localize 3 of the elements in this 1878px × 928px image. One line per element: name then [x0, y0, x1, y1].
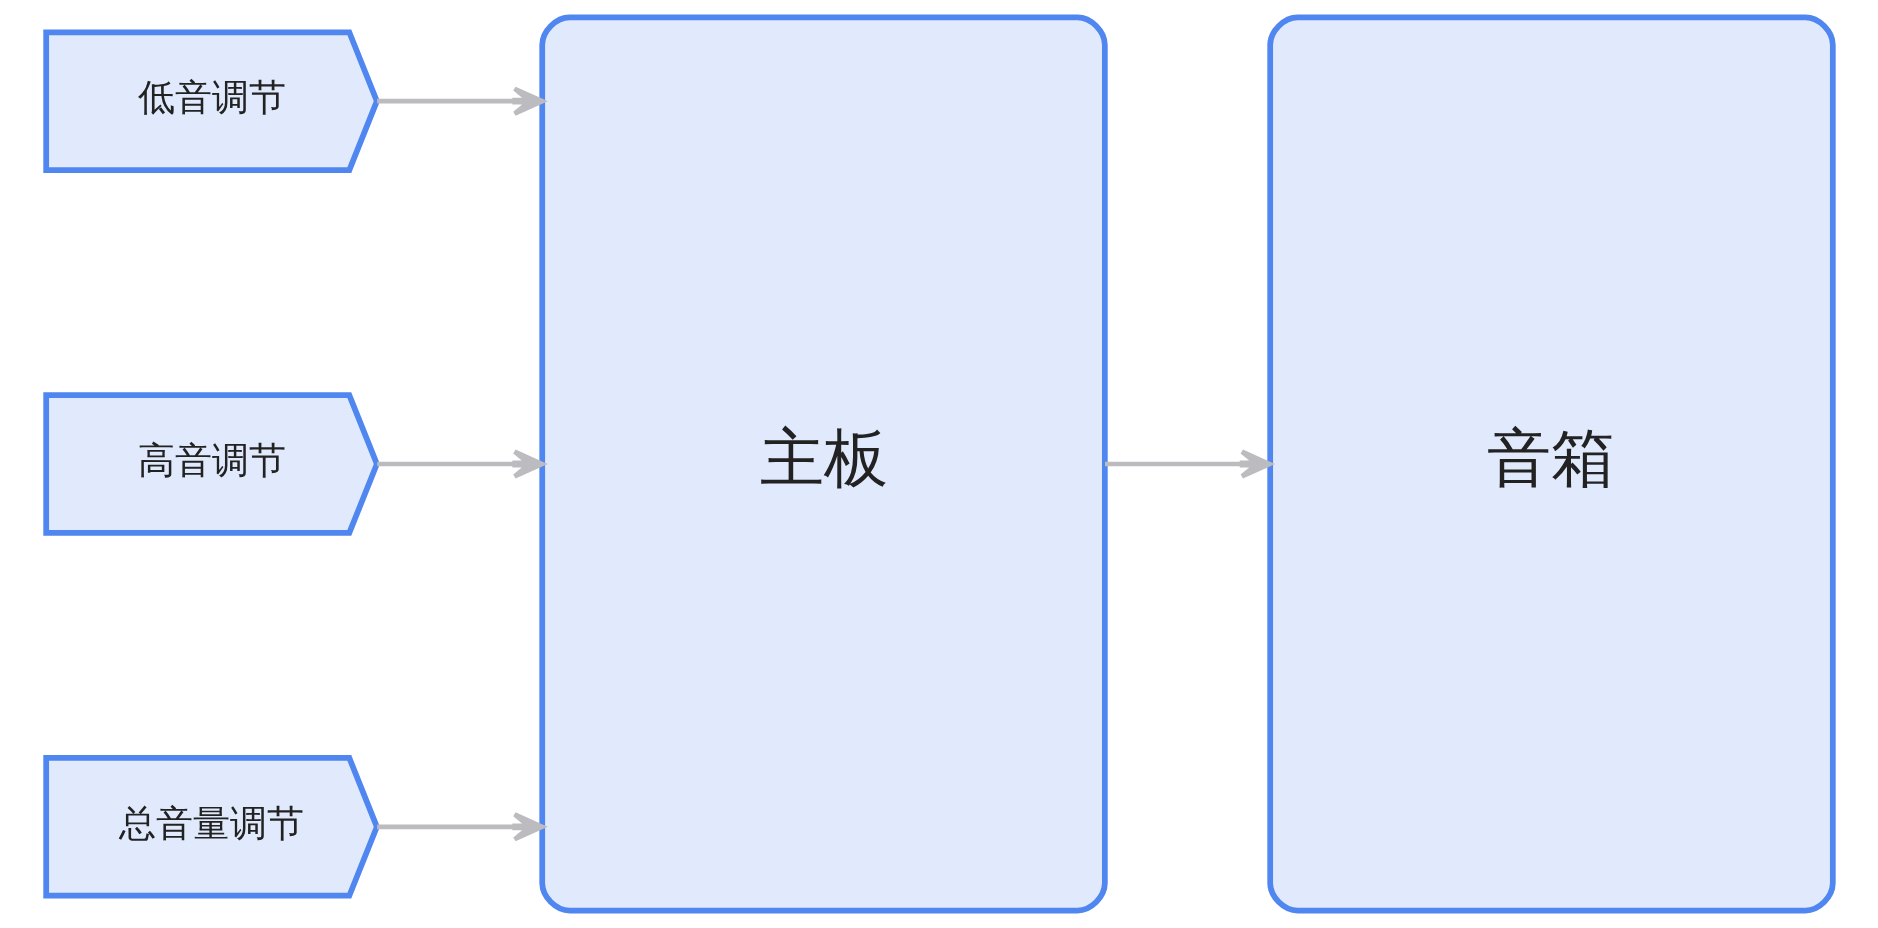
- arrow: [1104, 449, 1272, 479]
- node-box: 主板: [538, 14, 1108, 914]
- node-box: 音箱: [1266, 14, 1836, 914]
